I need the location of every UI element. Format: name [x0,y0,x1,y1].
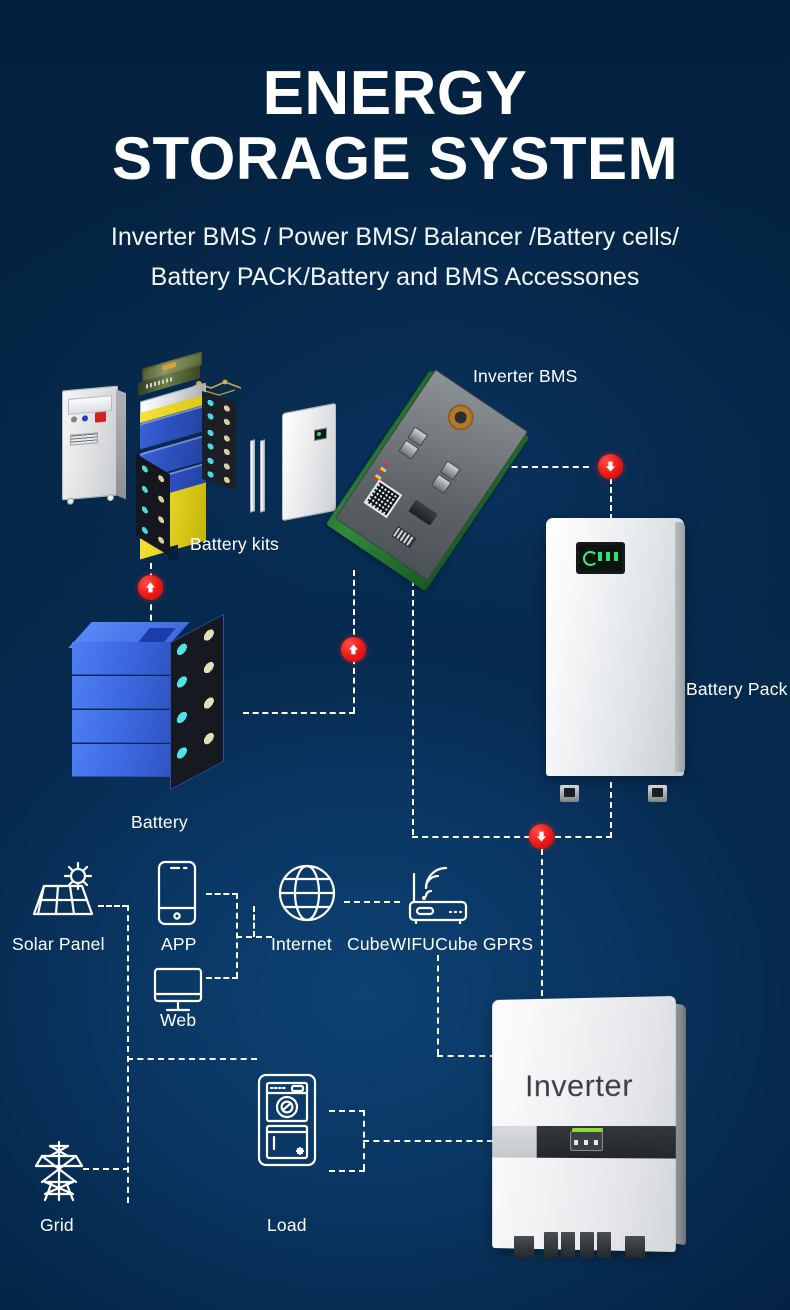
inverter-connector-6 [625,1236,645,1258]
battery-pack-foot-left [560,785,579,802]
label-cube-wifi-gprs: CubeWIFUCube GPRS [347,934,534,954]
battery-cabinet-graphic [62,385,118,506]
connector-net-stub-v [253,906,255,937]
mounting-rail-2 [260,439,265,513]
battery-pack-body [546,518,685,776]
cabinet-wheel-left [67,497,74,506]
battery-layer-3 [72,710,170,743]
battery-layer-2 [72,676,170,709]
arrow-down-icon [606,461,615,472]
battery-kits-graphic [56,351,336,560]
page-title-line-1: ENERGY [262,59,528,128]
exploded-stack [122,351,242,560]
connector-battery-right [243,712,355,714]
marker-battery-to-kits [138,575,163,600]
label-battery-pack: Battery Pack [686,679,788,699]
connector-bms-to-pack-v [610,478,612,520]
battery-pack-display [576,542,625,574]
label-app: APP [161,934,197,954]
label-solar-panel: Solar Panel [12,934,105,954]
connector-app-h [206,893,238,895]
appliances-icon [256,1072,318,1168]
header-subtitle-line-2: Battery PACK/Battery and BMS Accessones [150,263,640,292]
header-subtitle: Inverter BMS / Power BMS/ Balancer /Batt… [0,217,790,298]
board-connector [408,499,438,526]
label-inverter-bms: Inverter BMS [473,366,578,386]
inverter-connector-2 [544,1232,558,1258]
cabinet-wheel-right [107,493,114,502]
inverter-body: Inverter [492,995,676,1253]
cabinet-indicator-2 [82,415,88,422]
globe-icon [276,862,338,924]
inverter-connector-5 [597,1232,611,1258]
connector-solar-v [127,905,129,1203]
inverter-connector-3 [561,1232,575,1258]
inverter-connector-4 [580,1232,594,1258]
connector-router-to-inverter [437,1055,517,1057]
inverter-connector-1 [514,1236,534,1258]
pcb-assembly [293,339,573,616]
power-pylon-icon [28,1138,90,1204]
inverter-brand-text: Inverter [525,1067,634,1104]
display-screen-content [579,545,622,571]
battery-pack-graphic [546,518,694,802]
pin-header [391,526,417,549]
battery-layer-1 [72,642,170,675]
connector-appweb-to-net [236,936,272,938]
label-web: Web [160,1010,197,1030]
toroid-inductor [442,399,479,436]
connector-bms-to-pack-h [481,466,589,468]
qr-code-label [363,479,403,519]
connector-load-top-h [329,1110,365,1112]
label-load: Load [267,1215,307,1235]
marker-bms-to-pack [598,454,623,479]
arrow-up-icon [349,644,358,655]
monitor-icon [152,966,204,1016]
connector-bottom-bus [127,1058,257,1060]
label-battery-kits: Battery kits [190,534,279,554]
inverter-dark-panel [536,1125,676,1159]
connector-app-v [236,893,238,978]
cabinet-label-sticker [70,432,98,446]
battery-graphic [68,613,252,791]
page-title-line-2: STORAGE SYSTEM [112,125,678,193]
connector-to-inverter-v [541,849,543,996]
battery-module-stack [68,613,224,791]
arrow-up-icon [146,582,155,593]
marker-pack-to-inverter [529,824,554,849]
wifi-router-icon [406,858,476,924]
smartphone-icon [154,860,200,926]
inverter-graphic: Inverter [490,990,700,1290]
connector-grid-h [83,1168,129,1170]
connector-solar-h [98,905,128,907]
label-battery: Battery [131,812,188,832]
connector-router-v [437,955,439,1055]
connector-pack-foot-v [610,782,612,838]
connector-load-bottom-h [329,1170,365,1172]
solar-panel-icon [20,862,102,922]
connector-load-to-inverter [363,1140,493,1142]
cabinet-indicator-3 [95,411,106,423]
battery-layer-4 [72,744,170,777]
door-display [314,427,327,442]
mounting-rail-1 [250,439,255,513]
battery-pack-foot-right [648,785,667,802]
connector-internet-to-router [344,901,400,903]
header-subtitle-line-1: Inverter BMS / Power BMS/ Balancer /Batt… [110,222,680,251]
connector-pack-bottom-h [412,836,612,838]
inverter-bms-graphic [325,369,540,592]
connector-web-h [206,977,238,979]
cabinet-indicator-1 [71,416,77,423]
label-internet: Internet [271,934,332,954]
marker-battery-to-bms [341,637,366,662]
arrow-down-icon [537,831,546,842]
battery-cell-face [170,613,224,791]
inverter-led-panel [570,1130,603,1152]
label-grid: Grid [40,1215,74,1235]
connector-bms-down-left [412,580,414,835]
header: ENERGY STORAGE SYSTEM Inverter BMS / Pow… [0,59,790,298]
